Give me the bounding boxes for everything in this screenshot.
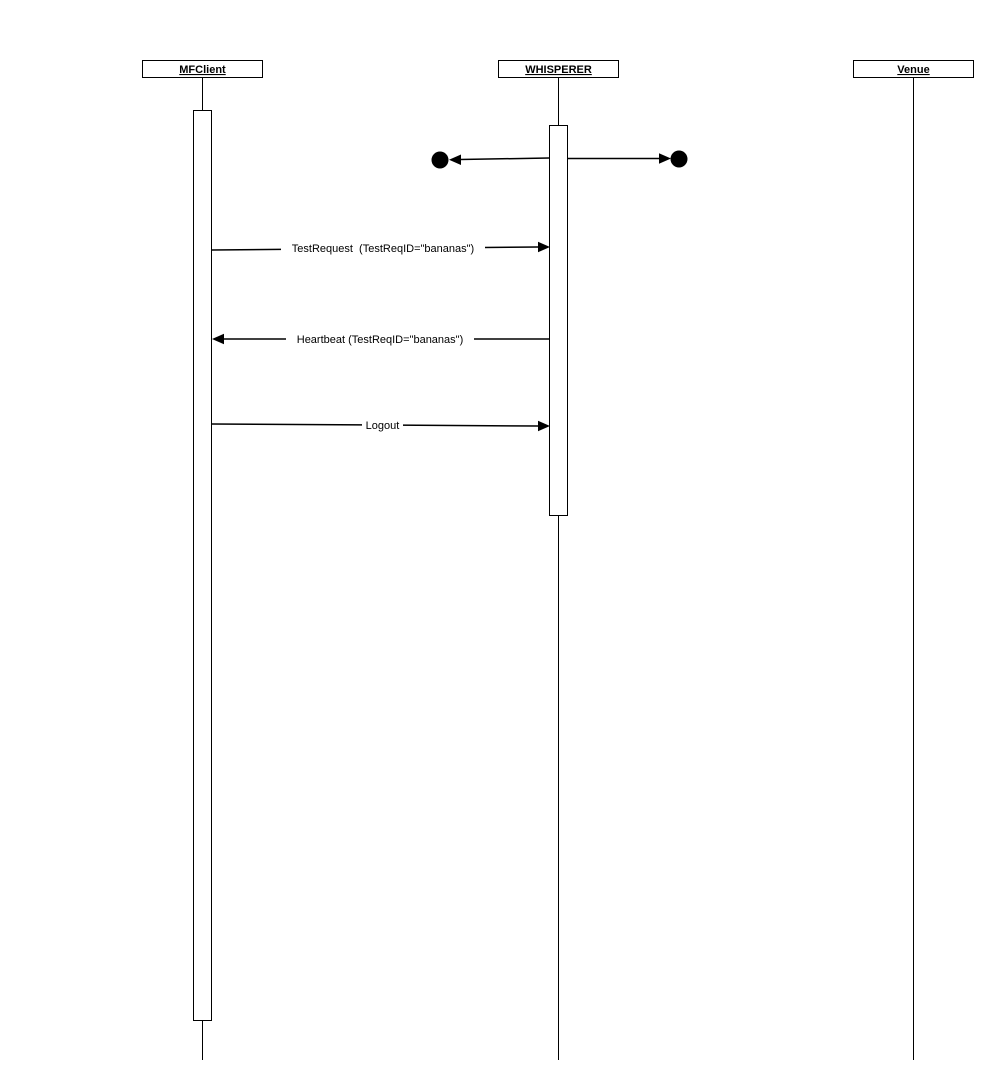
message-heartbeat-label: Heartbeat (TestReqID="bananas") (297, 334, 463, 346)
found-message-left-endpoint (431, 151, 449, 169)
activation-mfclient[interactable] (193, 110, 212, 1021)
lost-message-right[interactable] (568, 150, 688, 168)
found-message-left-arrowhead (449, 154, 461, 165)
found-message-left-line (459, 157, 550, 161)
lifeline-mfclient-header[interactable] (142, 60, 263, 78)
message-logout[interactable]: Logout (211, 417, 550, 432)
message-test-request-label-bg (281, 241, 485, 256)
lost-message-right-arrowhead (659, 153, 671, 164)
message-heartbeat-arrowhead (212, 333, 224, 345)
message-test-request-arrowhead (538, 241, 550, 253)
lifeline-venue-header[interactable] (853, 60, 974, 78)
lifeline-whisperer-label: WHISPERER (525, 64, 592, 76)
lifeline-whisperer[interactable]: WHISPERER (498, 60, 619, 1061)
lifeline-whisperer-header[interactable] (498, 60, 619, 78)
lost-message-right-endpoint (670, 150, 688, 168)
message-logout-label: Logout (366, 420, 400, 432)
message-heartbeat[interactable]: Heartbeat (TestReqID="bananas") (212, 331, 549, 346)
lifeline-venue-label: Venue (897, 64, 929, 76)
activation-whisperer[interactable] (549, 125, 568, 516)
lifeline-mfclient-label: MFClient (179, 64, 226, 76)
message-heartbeat-label-bg (286, 331, 474, 346)
message-logout-arrowhead (538, 420, 550, 432)
message-test-request-label: TestRequest (TestReqID="bananas") (292, 243, 474, 255)
lifeline-venue[interactable]: Venue (853, 60, 974, 1061)
lifeline-mfclient[interactable]: MFClient (142, 60, 263, 1061)
found-message-left[interactable] (431, 151, 550, 169)
message-logout-label-bg (362, 417, 403, 432)
message-test-request[interactable]: TestRequest (TestReqID="bananas") (211, 241, 550, 256)
